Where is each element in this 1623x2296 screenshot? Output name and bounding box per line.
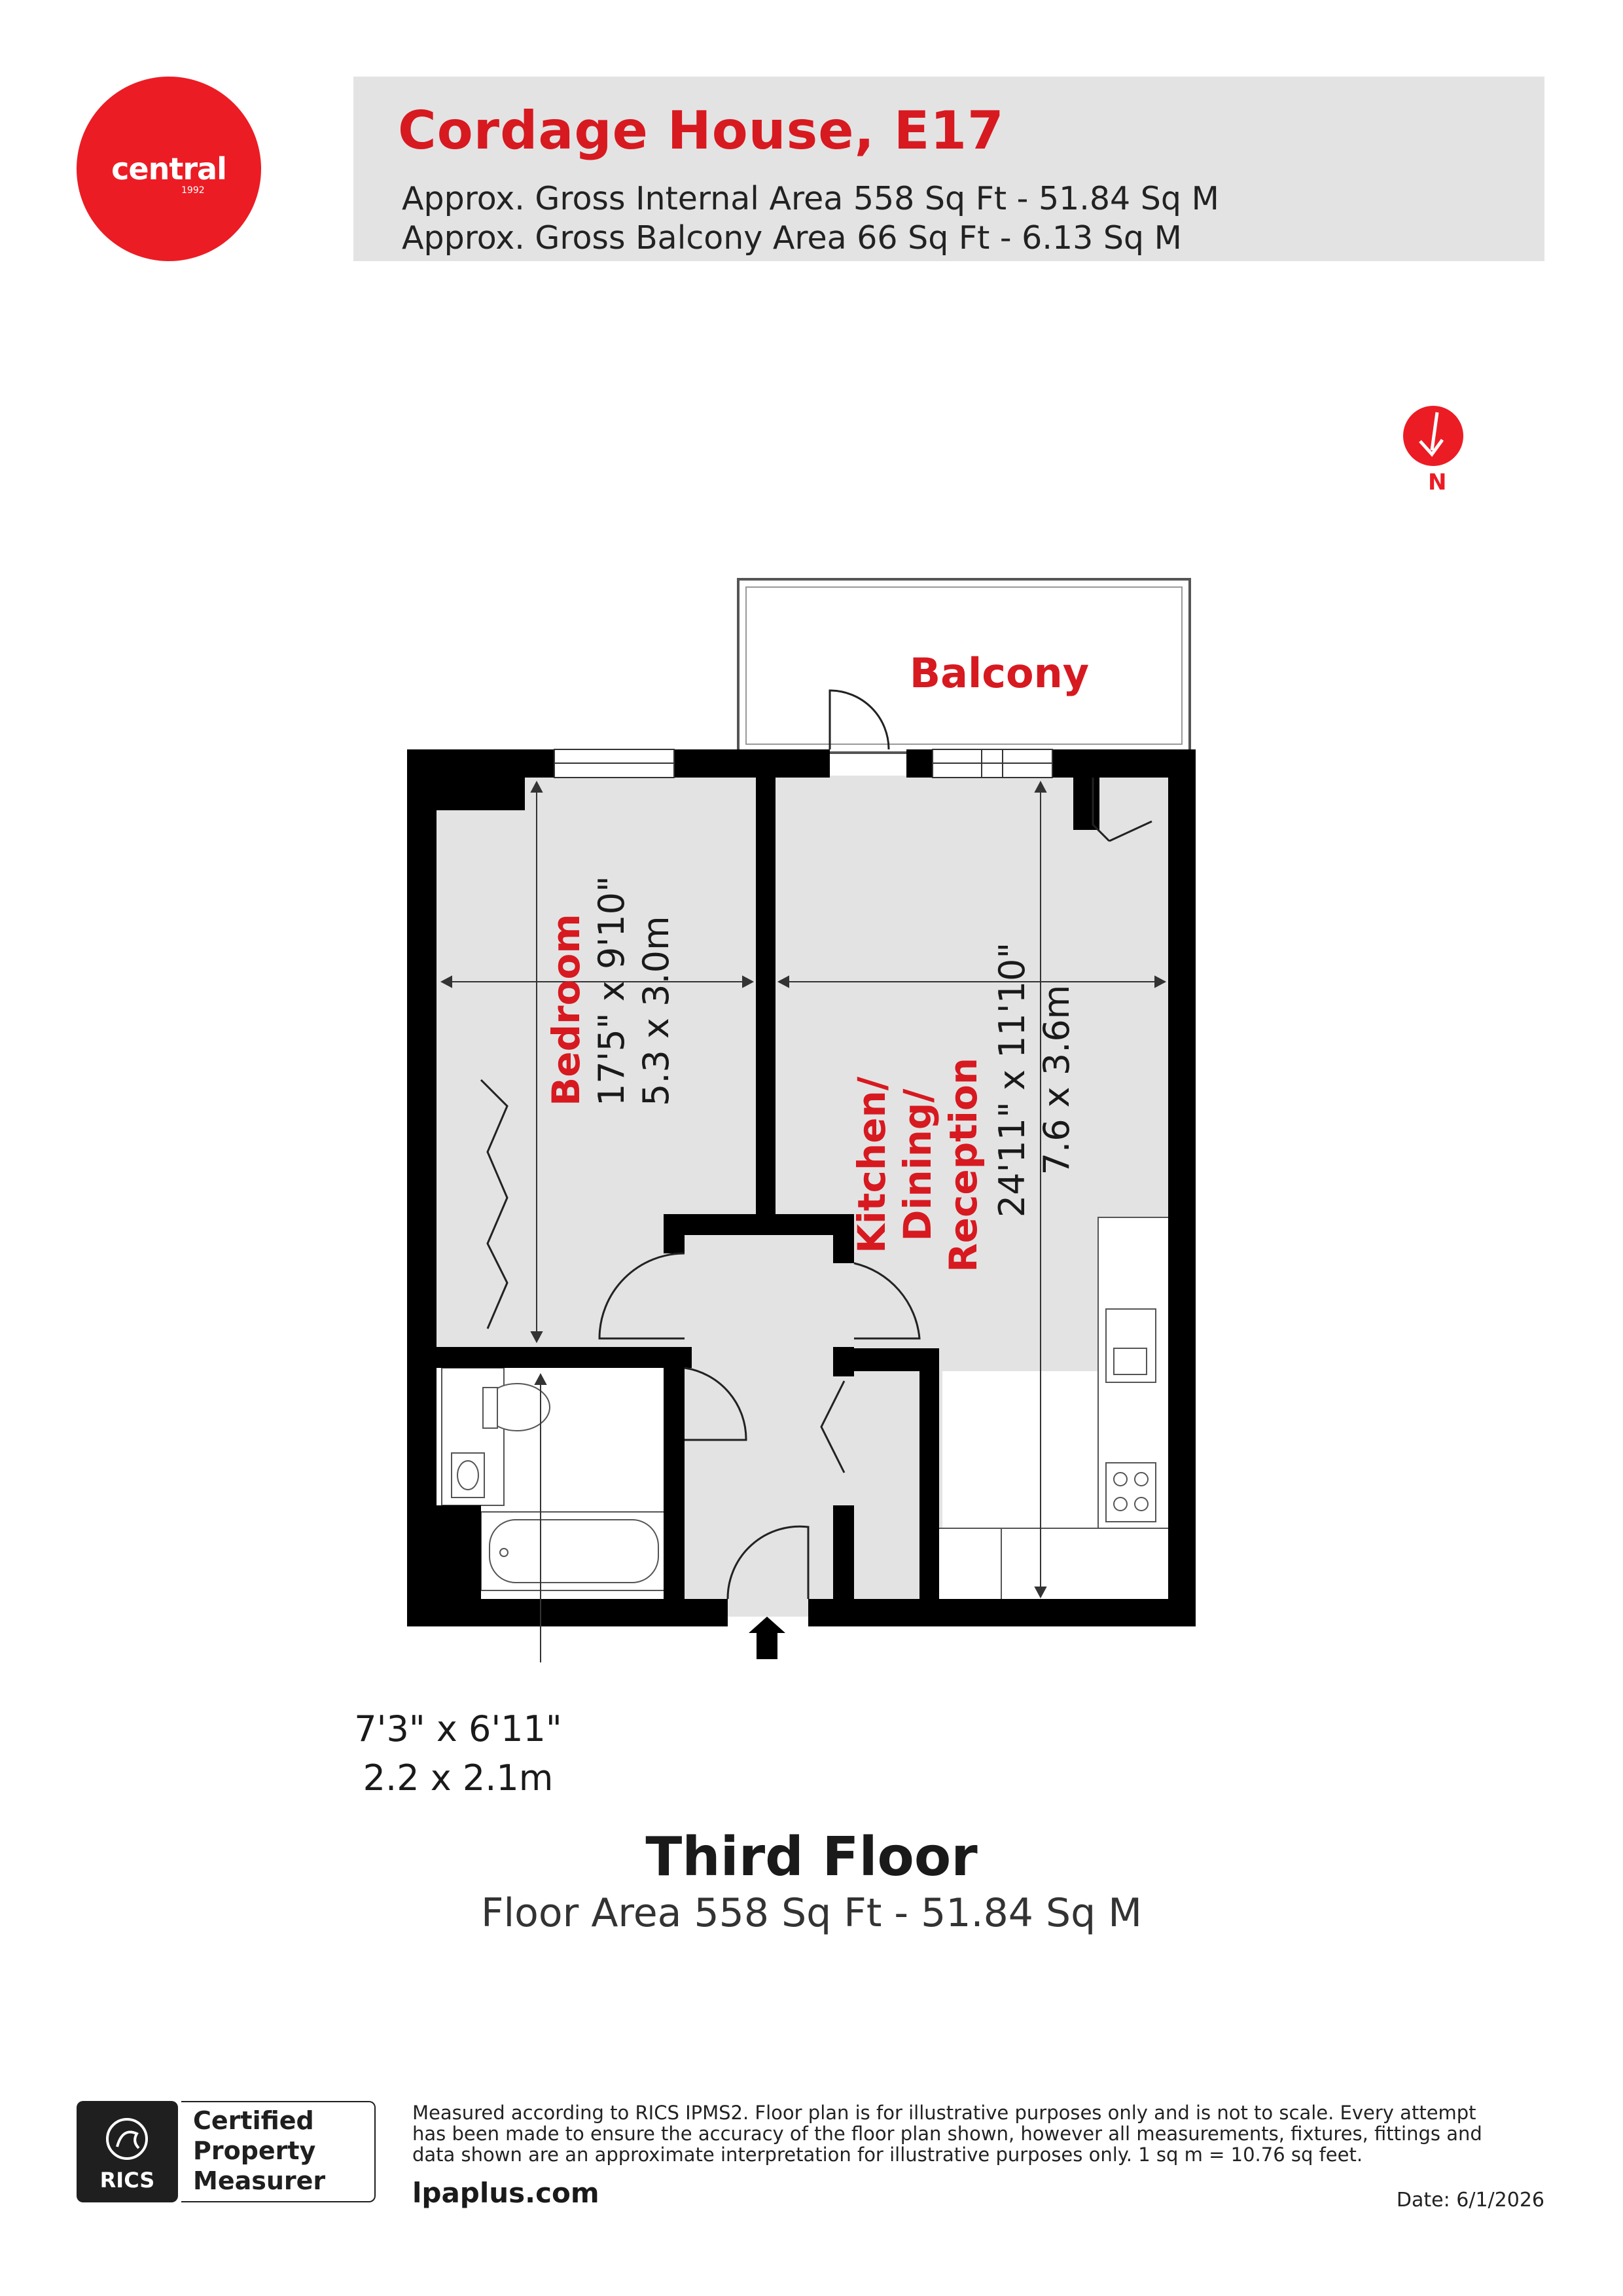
header-panel: Cordage House, E17 Approx. Gross Interna… xyxy=(353,77,1544,261)
floor-fill xyxy=(432,776,1182,1617)
compass-label: N xyxy=(1428,469,1446,495)
disclaimer-line-3: data shown are an approximate interpreta… xyxy=(412,2144,1363,2166)
floor-area: Floor Area 558 Sq Ft - 51.84 Sq M xyxy=(480,1890,1142,1936)
rics-label-box: Certified Property Measurer xyxy=(181,2101,376,2202)
floor-title: Third Floor xyxy=(645,1826,978,1888)
plan-date: Date: 6/1/2026 xyxy=(1396,2189,1544,2212)
kitchen-label-line3: Reception xyxy=(941,1058,986,1272)
entrance-arrow-icon xyxy=(749,1617,785,1659)
kitchen-label-line1: Kitchen/ xyxy=(849,1076,894,1253)
dimension-markers xyxy=(440,780,1167,1662)
kitchen-dim-imperial: 24'11" x 11'10" xyxy=(991,942,1033,1218)
brand-logo: central 1992 xyxy=(77,77,261,261)
property-title: Cordage House, E17 xyxy=(398,100,1005,161)
north-arrow-icon: N xyxy=(1403,406,1463,495)
room-labels: Balcony Bedroom 17'5" x 9'10" 5.3 x 3.0m… xyxy=(354,649,1089,1799)
rics-badge-text: RICS xyxy=(99,2168,155,2193)
rics-line-1: Certified xyxy=(193,2106,314,2135)
disclaimer-line-2: has been made to ensure the accuracy of … xyxy=(412,2123,1482,2145)
disclaimer-line-1: Measured according to RICS IPMS2. Floor … xyxy=(412,2102,1476,2124)
bedroom-dim-imperial: 17'5" x 9'10" xyxy=(591,876,632,1106)
kitchen-dim-metric: 7.6 x 3.6m xyxy=(1036,985,1077,1175)
bedroom-dim-metric: 5.3 x 3.0m xyxy=(635,916,677,1106)
brand-name: central xyxy=(111,151,227,187)
brand-year: 1992 xyxy=(181,185,205,196)
bedroom-label: Bedroom xyxy=(544,914,588,1106)
internal-area: Approx. Gross Internal Area 558 Sq Ft - … xyxy=(402,180,1219,217)
walls xyxy=(407,749,1196,1626)
disclaimer: Measured according to RICS IPMS2. Floor … xyxy=(412,2102,1551,2165)
balcony-label: Balcony xyxy=(910,649,1089,697)
rics-certification: RICS Certified Property Measurer xyxy=(77,2101,378,2202)
bathroom-dim-imperial: 7'3" x 6'11" xyxy=(354,1708,562,1749)
bathroom-dim-metric: 2.2 x 2.1m xyxy=(363,1757,554,1799)
balcony-area: Approx. Gross Balcony Area 66 Sq Ft - 6.… xyxy=(402,219,1182,257)
balcony-outline xyxy=(737,578,1191,754)
website-link[interactable]: lpaplus.com xyxy=(412,2177,599,2209)
rics-logo: RICS xyxy=(77,2101,178,2202)
doors xyxy=(480,689,1152,1600)
rics-line-3: Measurer xyxy=(193,2166,326,2195)
bathroom-fixtures xyxy=(441,1367,668,1591)
kitchen-label-line2: Dining/ xyxy=(895,1088,940,1242)
windows xyxy=(554,749,1053,778)
lion-icon xyxy=(106,2118,148,2160)
rics-line-2: Property xyxy=(193,2136,316,2165)
